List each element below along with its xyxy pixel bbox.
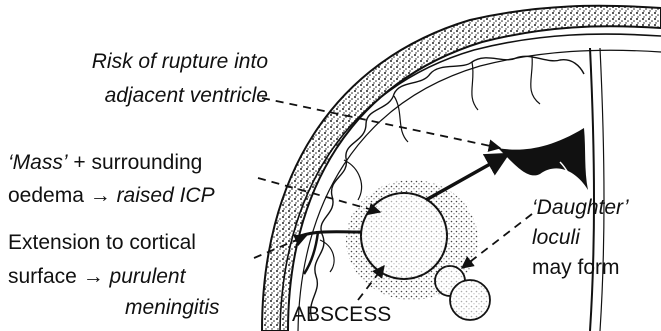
label-may-form: may form <box>532 255 620 281</box>
label-surface-line: surface → purulent <box>8 264 185 290</box>
sulcus-3 <box>472 62 478 110</box>
rupture-arrow <box>426 154 508 200</box>
ventricle <box>498 128 588 190</box>
sulcus-4 <box>531 56 540 104</box>
leader-rupture <box>262 98 500 148</box>
sulcus-2 <box>394 96 408 142</box>
label-loculi: loculi <box>532 225 580 251</box>
label-surface-plain: surface → <box>8 265 110 288</box>
label-oedema-italic: raised ICP <box>117 184 215 207</box>
label-rupture-line2: adjacent ventricle <box>40 83 268 109</box>
midline <box>590 48 604 331</box>
label-mass-plus: + surrounding <box>68 151 203 174</box>
label-oedema-plain: oedema → <box>8 184 117 207</box>
label-oedema-line: oedema → raised ICP <box>8 183 215 209</box>
label-abscess: ABSCESS <box>292 302 391 328</box>
label-meningitis: meningitis <box>125 295 220 321</box>
label-mass-quoted: ‘Mass’ <box>8 151 68 174</box>
label-extension-line1: Extension to cortical <box>8 230 196 256</box>
label-rupture-line1: Risk of rupture into <box>40 49 268 75</box>
sulcus-5 <box>320 240 334 272</box>
label-daughter: ‘Daughter’ <box>532 195 629 221</box>
label-mass-line1: ‘Mass’ + surrounding <box>8 150 202 176</box>
label-surface-italic: purulent <box>110 265 186 288</box>
